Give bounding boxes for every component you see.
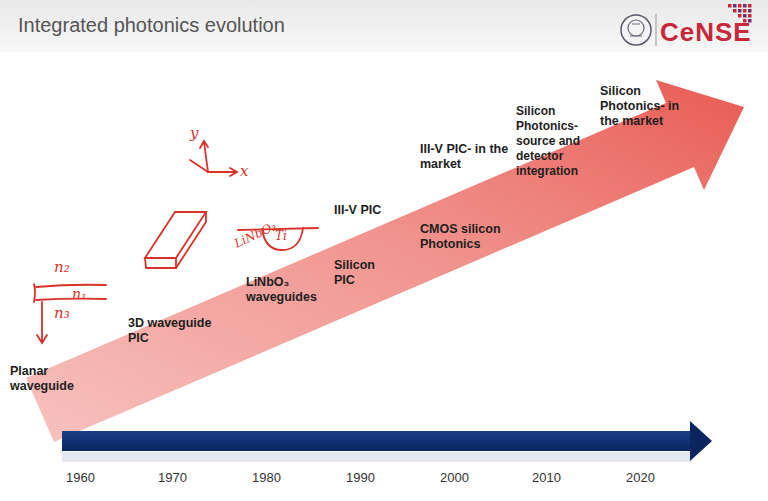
logo-divider — [656, 14, 657, 46]
logo-dot — [733, 4, 737, 8]
year-label: 1970 — [158, 470, 187, 485]
milestone-label: Silicon PIC — [334, 258, 390, 288]
milestone-label: Planar waveguide — [10, 364, 82, 394]
logo-dot — [743, 14, 747, 18]
index-label: n₁ — [72, 286, 87, 302]
header-band — [0, 0, 768, 52]
axis-label: y — [190, 124, 198, 142]
year-label: 1980 — [252, 470, 281, 485]
milestone-label: Silicon Photonics- in the market — [600, 84, 692, 129]
milestone-label: CMOS silicon Photonics — [420, 222, 512, 252]
axis-label: x — [240, 162, 248, 180]
evolution-arrow — [26, 80, 744, 442]
year-label: 2000 — [440, 470, 469, 485]
year-label: 1990 — [346, 470, 375, 485]
slide-title: Integrated photonics evolution — [18, 14, 285, 37]
logo-dot — [728, 4, 732, 8]
milestone-label: 3D waveguide PIC — [128, 316, 218, 346]
logo-dot — [743, 9, 747, 13]
institute-emblem — [621, 15, 651, 45]
year-label: 2010 — [532, 470, 561, 485]
logo-dot — [738, 14, 742, 18]
year-label: 2020 — [626, 470, 655, 485]
logo-text: CeNSE — [660, 17, 752, 48]
index-label: n₃ — [54, 304, 70, 322]
milestone-label: LiNbO₃ waveguides — [246, 275, 334, 305]
milestone-label: III-V PIC — [334, 203, 384, 218]
logo-dot — [748, 14, 752, 18]
material-label: Ti — [275, 229, 287, 243]
logo-dot — [748, 9, 752, 13]
logo-dot — [733, 9, 737, 13]
milestone-label: Silicon Photonics- source and detector i… — [516, 104, 602, 179]
logo-dot — [743, 4, 747, 8]
logo-dot — [748, 4, 752, 8]
material-label: LiNbO₃ — [232, 219, 278, 251]
hand-sketches — [34, 141, 318, 343]
timeline-arrow — [62, 421, 712, 462]
logo-dot — [738, 9, 742, 13]
year-label: 1960 — [66, 470, 95, 485]
logo-dot — [738, 4, 742, 8]
milestone-label: III-V PIC- in the market — [420, 142, 516, 172]
index-label: n₂ — [54, 258, 70, 276]
